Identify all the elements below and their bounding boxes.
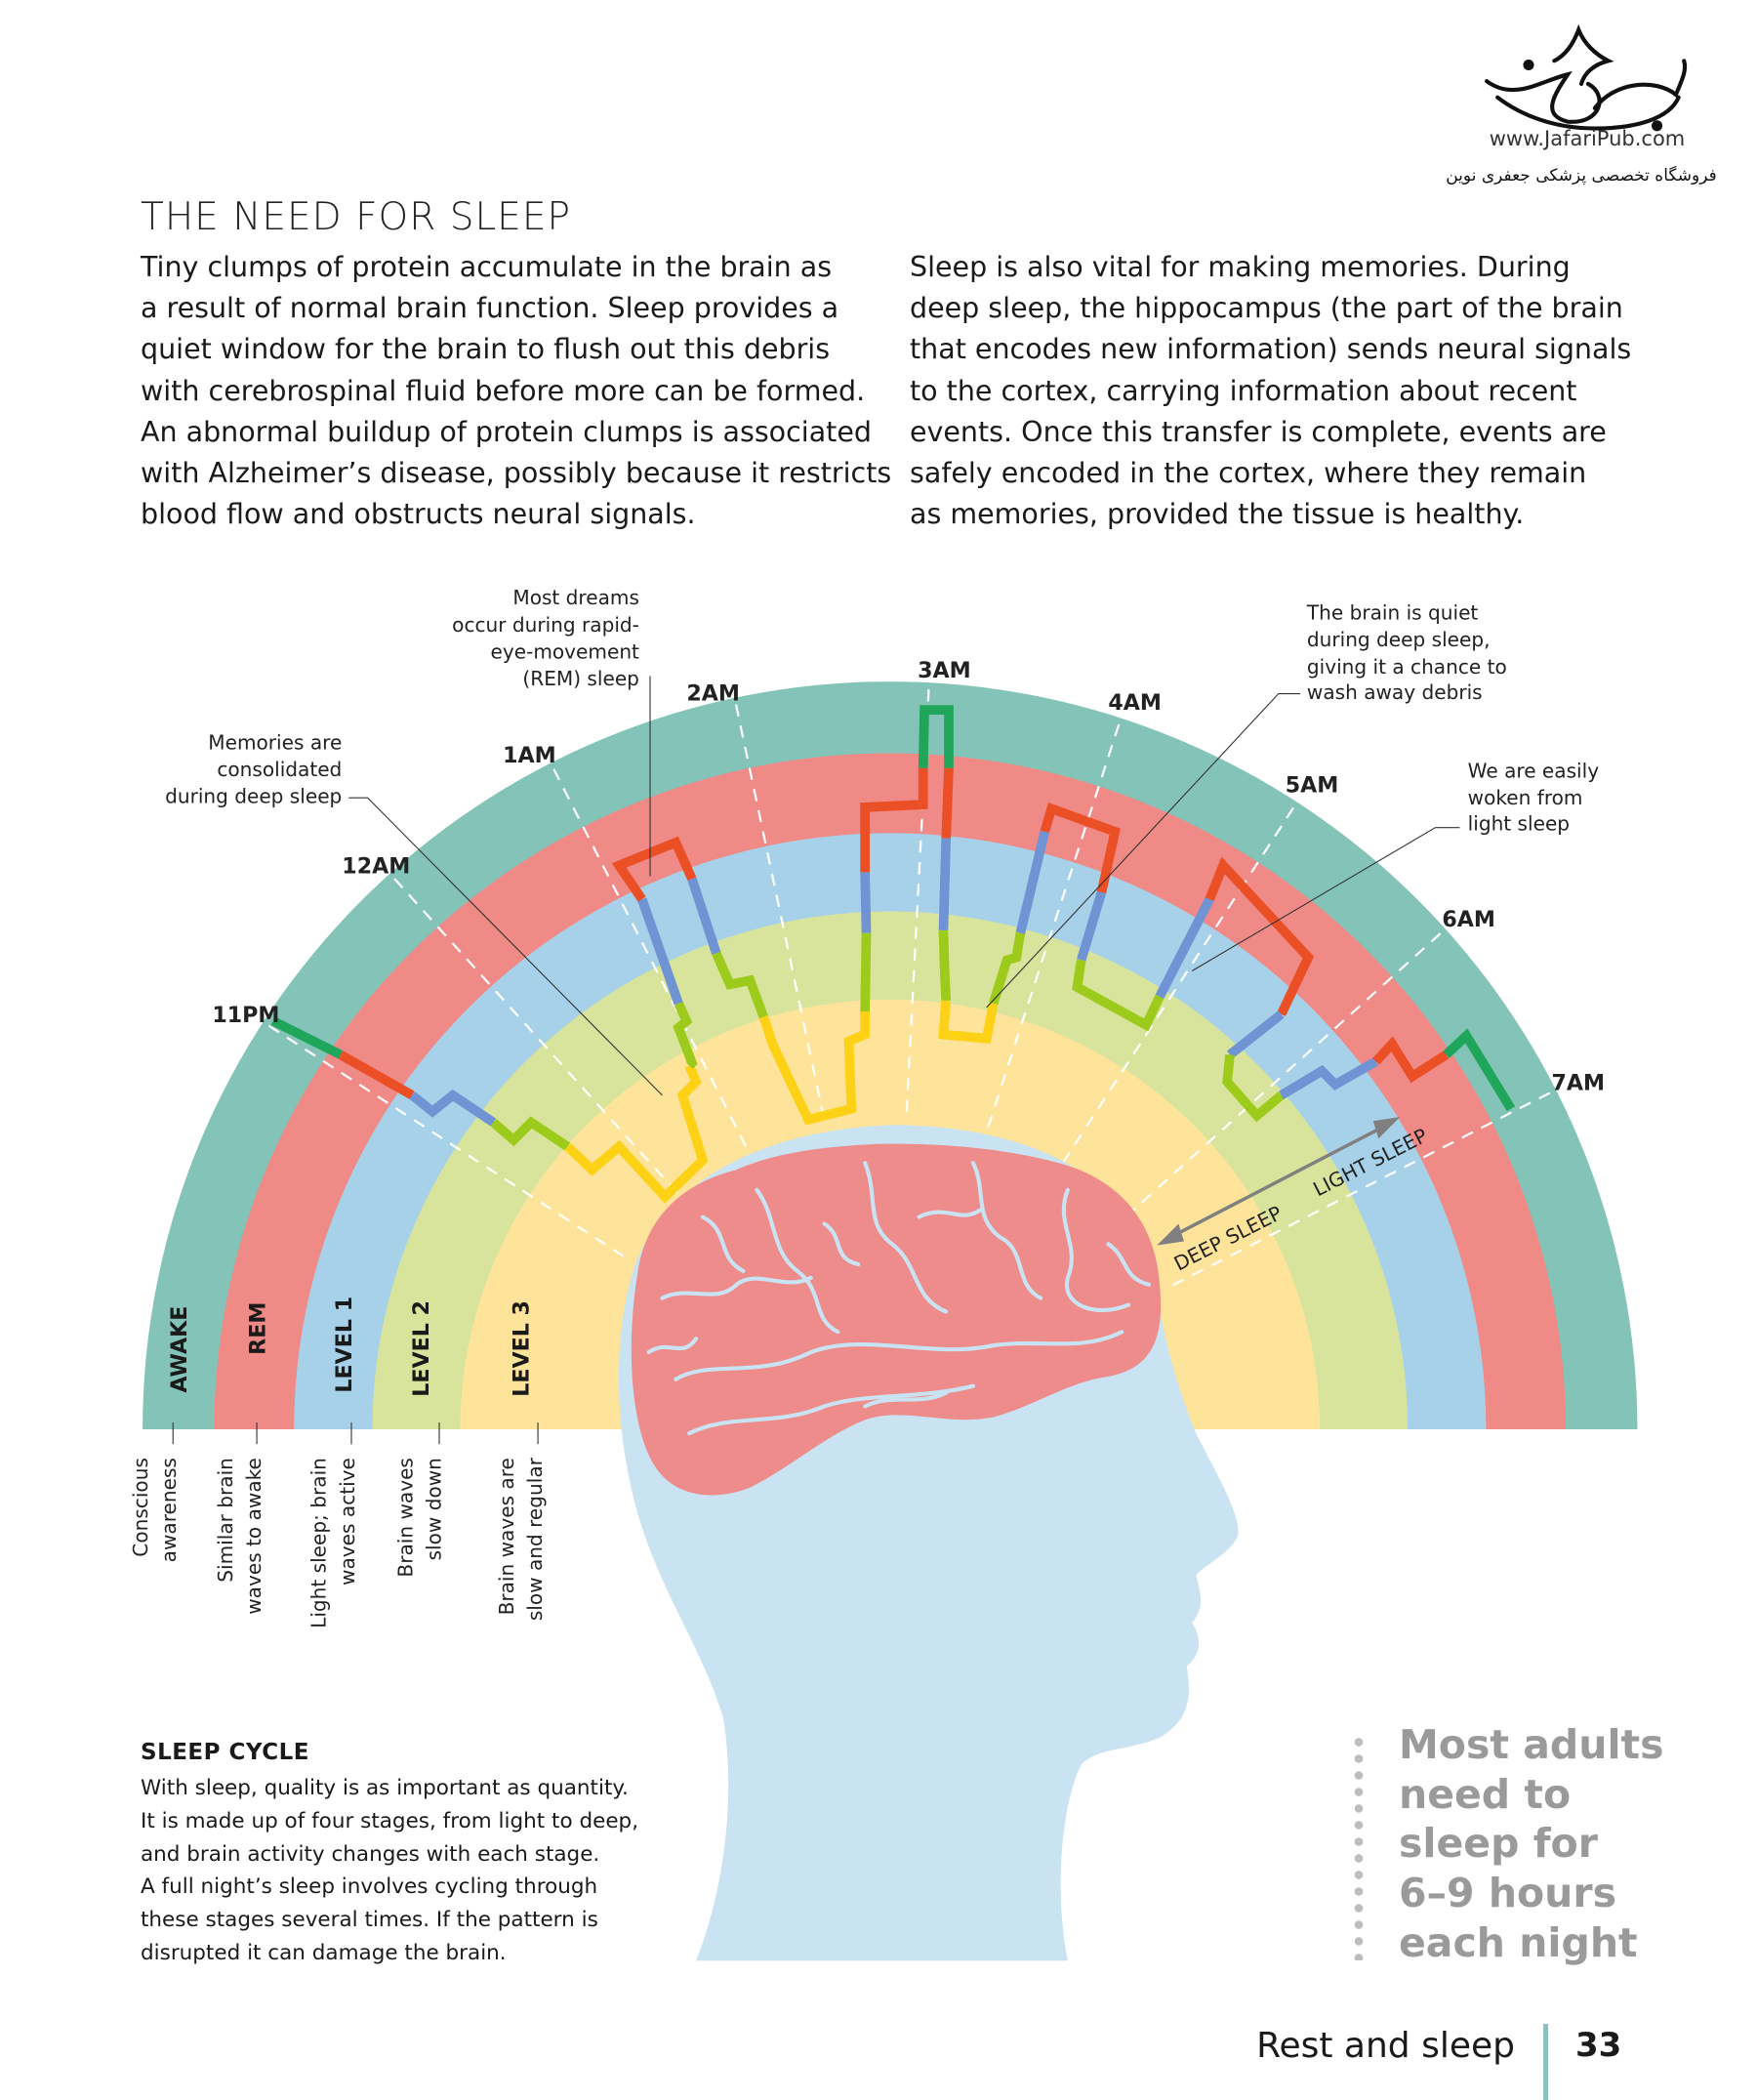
- svg-text:occur during rapid-: occur during rapid-: [452, 613, 639, 637]
- stage-label-level1: LEVEL 1: [332, 1297, 357, 1393]
- stage-label-level3: LEVEL 3: [509, 1300, 534, 1397]
- publisher-url: www.JafariPub.com: [1489, 127, 1686, 150]
- hour-label: 4AM: [1108, 690, 1162, 716]
- stage-label-rem: REM: [245, 1302, 270, 1355]
- brain-folds: [646, 1161, 1151, 1436]
- svg-text:awareness: awareness: [157, 1458, 181, 1562]
- section-name: Rest and sleep: [1256, 2026, 1515, 2066]
- hour-dashed-line: [260, 1019, 625, 1257]
- annotation-rem: Most dreams occur during rapid- eye-move…: [452, 586, 651, 877]
- svg-text:(REM) sleep: (REM) sleep: [522, 667, 638, 690]
- svg-text:Memories are: Memories are: [208, 730, 342, 754]
- page-title: THE NEED FOR SLEEP: [141, 195, 571, 239]
- svg-text:slow down: slow down: [422, 1458, 445, 1560]
- annotation-memories: Memories are consolidated during deep sl…: [165, 730, 663, 1096]
- annotation-woken: We are easily woken from light sleep: [1191, 759, 1600, 971]
- page-number: 33: [1575, 2026, 1622, 2065]
- svg-text:woken from: woken from: [1468, 786, 1583, 809]
- svg-text:Brain waves: Brain waves: [393, 1458, 417, 1577]
- annotation-quiet: The brain is quiet during deep sleep, gi…: [986, 600, 1507, 1009]
- hypnogram-trace: [270, 705, 1516, 1204]
- footer-divider: [1543, 2024, 1548, 2100]
- hour-dashed-line: [905, 679, 931, 1113]
- svg-text:eye-movement: eye-movement: [491, 640, 640, 664]
- hour-label: 6AM: [1442, 907, 1495, 932]
- svg-text:slow and regular: slow and regular: [523, 1457, 547, 1621]
- hour-label: 5AM: [1286, 773, 1339, 799]
- svg-text:giving it a chance to: giving it a chance to: [1307, 655, 1507, 679]
- stage-descriptions: Conscious awareness Similar brain waves …: [129, 1422, 547, 1628]
- publisher-tagline: فروشگاه تخصصی پزشکی جعفری نوین: [1446, 166, 1717, 185]
- hour-label: 7AM: [1552, 1070, 1606, 1095]
- svg-text:Similar brain: Similar brain: [214, 1458, 237, 1583]
- svg-text:Light sleep; brain: Light sleep; brain: [307, 1458, 331, 1628]
- hour-labels: 11PM 12AM 1AM 2AM 3AM 4AM 5AM 6AM 7AM: [212, 658, 1605, 1095]
- svg-text:light sleep: light sleep: [1468, 811, 1570, 835]
- svg-text:during deep sleep: during deep sleep: [165, 785, 342, 808]
- svg-text:Brain waves are: Brain waves are: [495, 1458, 518, 1615]
- stage-labels: AWAKE REM LEVEL 1 LEVEL 2 LEVEL 3: [167, 1297, 534, 1397]
- dotted-divider: [1354, 1734, 1364, 1960]
- svg-text:We are easily: We are easily: [1468, 759, 1600, 782]
- hour-label: 12AM: [342, 854, 410, 880]
- hour-label: 3AM: [918, 658, 971, 683]
- svg-text:consolidated: consolidated: [217, 758, 342, 781]
- arrow-head-right-icon: [1372, 1117, 1401, 1139]
- svg-text:Conscious: Conscious: [129, 1458, 152, 1557]
- svg-text:Most dreams: Most dreams: [512, 586, 639, 609]
- stage-label-awake: AWAKE: [167, 1306, 192, 1393]
- hour-label: 1AM: [503, 743, 556, 768]
- intro-right-paragraph: Sleep is also vital for making memories.…: [910, 251, 1632, 531]
- svg-text:The brain is quiet: The brain is quiet: [1306, 600, 1479, 624]
- intro-left-paragraph: Tiny clumps of protein accumulate in the…: [141, 251, 892, 531]
- svg-text:during deep sleep,: during deep sleep,: [1307, 628, 1491, 651]
- arrow-head-left-icon: [1157, 1223, 1184, 1246]
- publisher-logo: [1485, 23, 1688, 132]
- brain-icon: [631, 1143, 1162, 1496]
- sleep-cycle-text: With sleep, quality is as important as q…: [141, 1776, 639, 1965]
- hour-dashed-line: [732, 694, 826, 1119]
- svg-text:wash away debris: wash away debris: [1307, 680, 1483, 704]
- hour-label: 11PM: [212, 1003, 279, 1028]
- svg-text:waves active: waves active: [336, 1458, 359, 1585]
- hour-dashed-line: [1172, 1088, 1559, 1287]
- sleep-cycle-heading: SLEEP CYCLE: [141, 1740, 309, 1765]
- hour-dashed-line: [548, 760, 748, 1147]
- stage-label-level2: LEVEL 2: [409, 1300, 434, 1397]
- svg-text:waves to awake: waves to awake: [242, 1458, 266, 1615]
- hour-label: 2AM: [686, 680, 740, 706]
- pull-quote: Most adults need to sleep for 6–9 hours …: [1399, 1721, 1664, 1966]
